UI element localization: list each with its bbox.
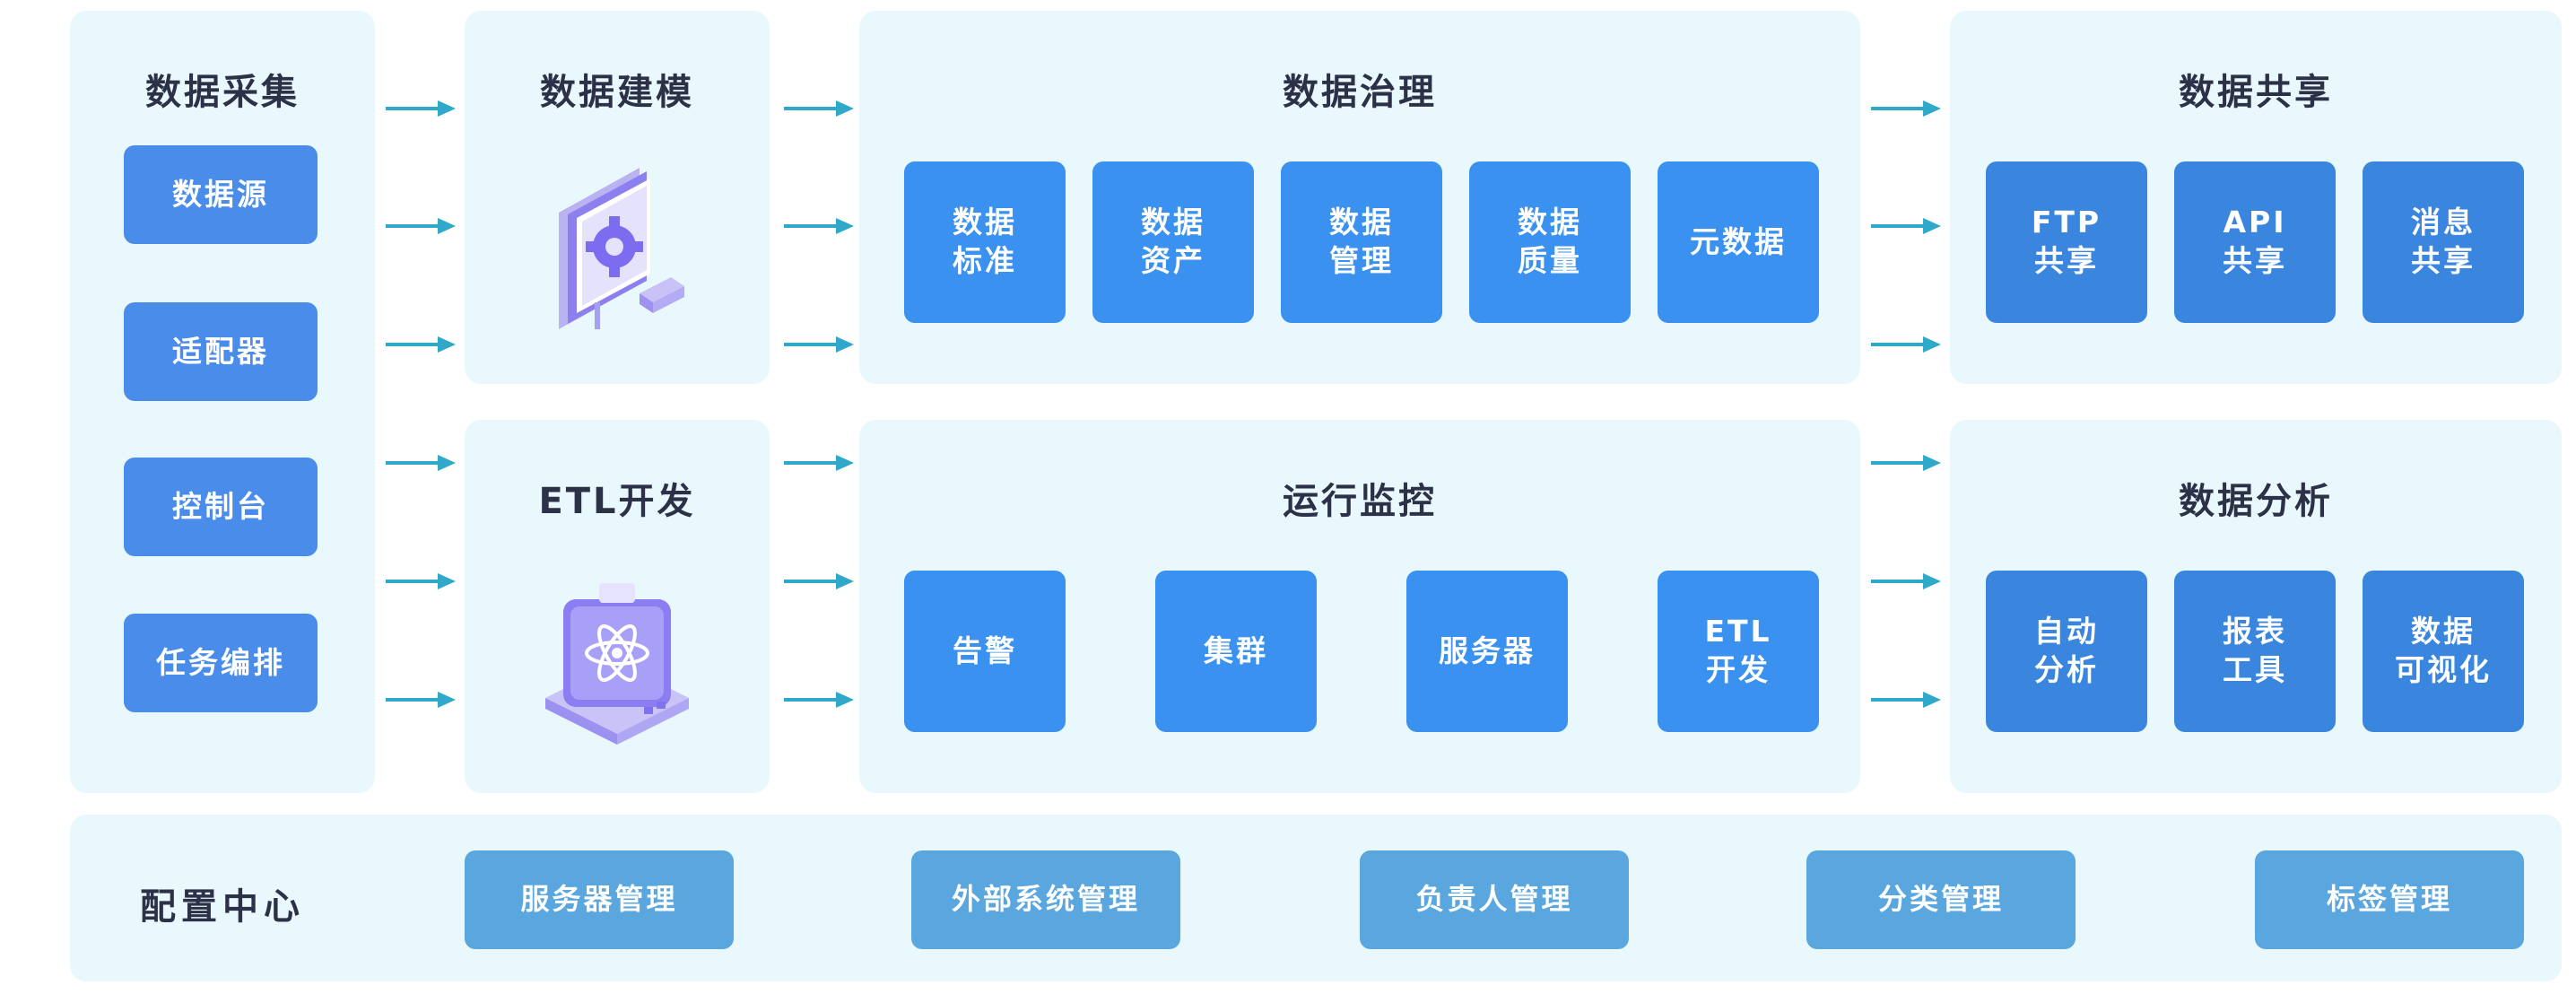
flow-arrow xyxy=(784,336,854,353)
flow-arrow xyxy=(784,455,854,471)
analysis-item-auto[interactable]: 自动 分析 xyxy=(1986,571,2147,732)
flow-arrow xyxy=(1871,218,1941,234)
config-item-server-management[interactable]: 服务器管理 xyxy=(465,850,734,949)
collection-item-task-orchestration[interactable]: 任务编排 xyxy=(124,614,318,712)
governance-item-data-assets[interactable]: 数据 资产 xyxy=(1092,161,1254,323)
analysis-item-report[interactable]: 报表 工具 xyxy=(2174,571,2336,732)
modeling-title: 数据建模 xyxy=(540,72,694,113)
monitoring-item-etl-dev[interactable]: ETL 开发 xyxy=(1658,571,1819,732)
config-item-owner-management[interactable]: 负责人管理 xyxy=(1360,850,1629,949)
collection-item-console[interactable]: 控制台 xyxy=(124,458,318,556)
monitoring-title: 运行监控 xyxy=(1283,481,1437,522)
flow-arrow xyxy=(386,573,456,589)
governance-item-data-quality[interactable]: 数据 质量 xyxy=(1469,161,1631,323)
governance-title: 数据治理 xyxy=(1283,72,1437,113)
monitoring-item-alert[interactable]: 告警 xyxy=(904,571,1066,732)
flow-arrow xyxy=(386,692,456,708)
governance-item-data-standard[interactable]: 数据 标准 xyxy=(904,161,1066,323)
config-item-category-management[interactable]: 分类管理 xyxy=(1806,850,2076,949)
atom-device-icon xyxy=(545,583,689,745)
flow-arrow xyxy=(386,455,456,471)
etl-panel: ETL开发 xyxy=(465,420,770,793)
monitoring-panel: 运行监控 告警 集群 服务器 ETL 开发 xyxy=(859,420,1860,793)
flow-arrow xyxy=(784,573,854,589)
collection-item-adapter[interactable]: 适配器 xyxy=(124,302,318,401)
collection-item-data-source[interactable]: 数据源 xyxy=(124,145,318,244)
analysis-panel: 数据分析 自动 分析 报表 工具 数据 可视化 xyxy=(1950,420,2562,793)
modeling-panel: 数据建模 xyxy=(465,11,770,384)
flow-arrow xyxy=(784,218,854,234)
flow-arrow xyxy=(386,100,456,117)
governance-panel: 数据治理 数据 标准 数据 资产 数据 管理 数据 质量 元数据 xyxy=(859,11,1860,384)
sharing-panel: 数据共享 FTP 共享 API 共享 消息 共享 xyxy=(1950,11,2562,384)
monitoring-item-cluster[interactable]: 集群 xyxy=(1155,571,1317,732)
gear-monitor-icon xyxy=(559,168,684,329)
flow-arrow xyxy=(1871,573,1941,589)
flow-arrow xyxy=(1871,100,1941,117)
governance-item-metadata[interactable]: 元数据 xyxy=(1658,161,1819,323)
governance-item-data-management[interactable]: 数据 管理 xyxy=(1281,161,1442,323)
flow-arrow xyxy=(1871,692,1941,708)
config-title: 配置中心 xyxy=(140,886,305,928)
collection-title: 数据采集 xyxy=(145,72,300,113)
analysis-title: 数据分析 xyxy=(2179,481,2333,522)
flow-arrow xyxy=(1871,455,1941,471)
sharing-item-message[interactable]: 消息 共享 xyxy=(2363,161,2524,323)
analysis-item-visualization[interactable]: 数据 可视化 xyxy=(2363,571,2524,732)
config-item-external-system-management[interactable]: 外部系统管理 xyxy=(911,850,1180,949)
collection-panel: 数据采集 数据源 适配器 控制台 任务编排 xyxy=(70,11,375,793)
flow-arrow xyxy=(386,218,456,234)
sharing-item-ftp[interactable]: FTP 共享 xyxy=(1986,161,2147,323)
sharing-item-api[interactable]: API 共享 xyxy=(2174,161,2336,323)
flow-arrow xyxy=(386,336,456,353)
config-item-tag-management[interactable]: 标签管理 xyxy=(2255,850,2524,949)
flow-arrow xyxy=(784,100,854,117)
monitoring-item-server[interactable]: 服务器 xyxy=(1406,571,1568,732)
flow-arrow xyxy=(1871,336,1941,353)
etl-title: ETL开发 xyxy=(538,481,696,522)
flow-arrow xyxy=(784,692,854,708)
sharing-title: 数据共享 xyxy=(2179,72,2333,113)
config-panel: 配置中心 服务器管理 外部系统管理 负责人管理 分类管理 标签管理 xyxy=(70,815,2562,981)
